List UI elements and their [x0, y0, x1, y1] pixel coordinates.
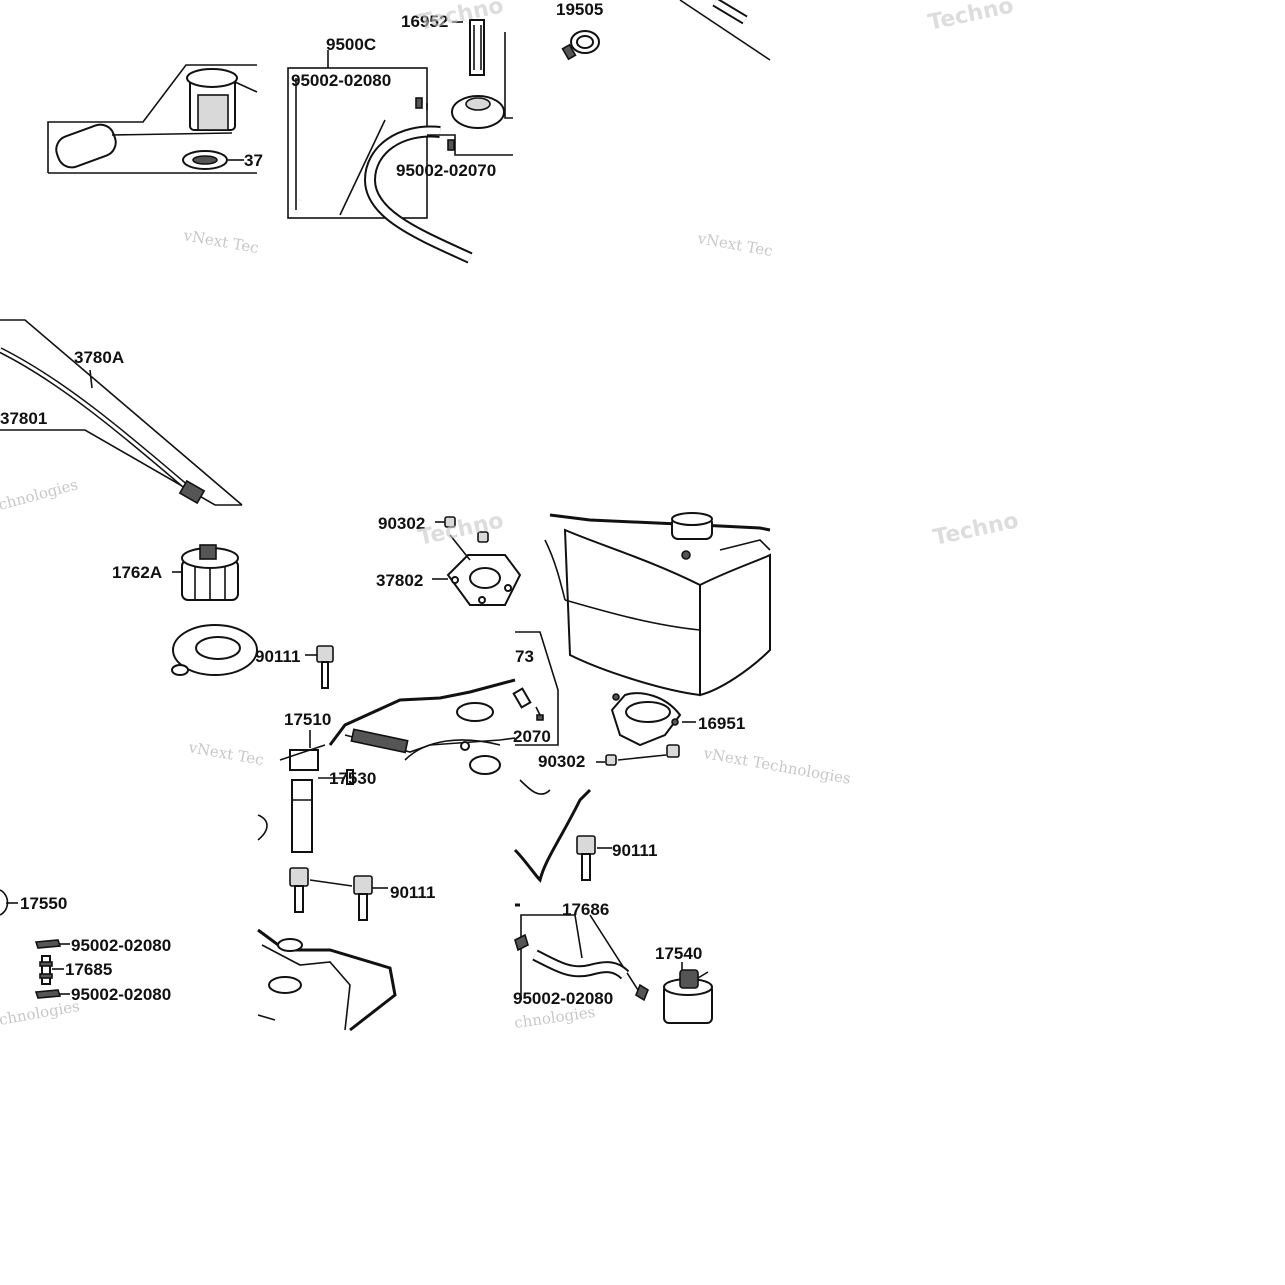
- fuel-tank-top: [328, 678, 516, 775]
- label-16952: 16952: [401, 12, 448, 31]
- watermark: Techno: [931, 508, 1021, 550]
- mount-bracket-16951: [610, 692, 696, 747]
- label-16951: 16951: [698, 714, 745, 733]
- label-9500C: 9500C: [326, 35, 376, 54]
- nuts-90302: [596, 744, 680, 766]
- fuel-filter-hoses: [287, 19, 513, 264]
- watermark: Techno: [416, 0, 506, 36]
- sender-plate-37802: [432, 516, 522, 606]
- label-90302: 90302: [538, 752, 585, 771]
- fuel-pump-assembly: [47, 64, 258, 174]
- watermark: vNext Tec: [186, 738, 265, 769]
- watermark: vNext Technologies: [701, 744, 852, 788]
- watermark: chnologies: [0, 475, 80, 513]
- pin-bracket: [512, 631, 559, 746]
- label-90111: 90111: [390, 883, 435, 902]
- label-17510: 17510: [284, 710, 331, 729]
- label-17530: 17530: [329, 769, 376, 788]
- label-90302: 90302: [378, 514, 425, 533]
- label-2070: 2070: [513, 727, 551, 746]
- watermark: chnologies: [0, 997, 81, 1029]
- fuel-cap-assembly: [171, 544, 334, 689]
- bolts-90111: [289, 867, 388, 921]
- label-17685: 17685: [65, 960, 112, 979]
- label-95002-02080: 95002-02080: [71, 936, 171, 955]
- bolt-90111: [576, 835, 612, 881]
- label-17540: 17540: [655, 944, 702, 963]
- watermark: Techno: [926, 0, 1016, 36]
- small-parts-left: [0, 889, 70, 999]
- label-90111: 90111: [255, 647, 300, 666]
- label-73: 73: [515, 647, 534, 666]
- label-95002-02070: 95002-02070: [396, 161, 496, 180]
- label-1762A: 1762A: [112, 563, 162, 582]
- label-19505: 19505: [556, 0, 603, 19]
- fuel-tank-bottom: [257, 928, 397, 1032]
- drain-hose-17686: [514, 914, 649, 1002]
- tank-side-cover: [544, 512, 771, 697]
- label-37: 37: [244, 151, 263, 170]
- label-95002-02080: 95002-02080: [71, 985, 171, 1004]
- watermark: vNext Tec: [181, 226, 260, 257]
- fuel-cock-17540: [663, 962, 713, 1024]
- watermark: vNext Tec: [695, 229, 774, 260]
- label-37801: 37801: [0, 409, 47, 428]
- tank-lower-edge: [513, 779, 592, 907]
- breather-tube-17530: [257, 769, 354, 853]
- hose-clamp-19505: [561, 0, 771, 61]
- label-17550: 17550: [20, 894, 67, 913]
- breather-pipe-17510: [279, 730, 326, 771]
- label-17686: 17686: [562, 900, 609, 919]
- watermark: Techno: [416, 508, 506, 550]
- label-95002-02080: 95002-02080: [291, 71, 391, 90]
- wire-harness: [0, 319, 243, 506]
- label-3780A: 3780A: [74, 348, 124, 367]
- label-37802: 37802: [376, 571, 423, 590]
- label-95002-02080: 95002-02080: [513, 989, 613, 1008]
- label-90111: 90111: [612, 841, 657, 860]
